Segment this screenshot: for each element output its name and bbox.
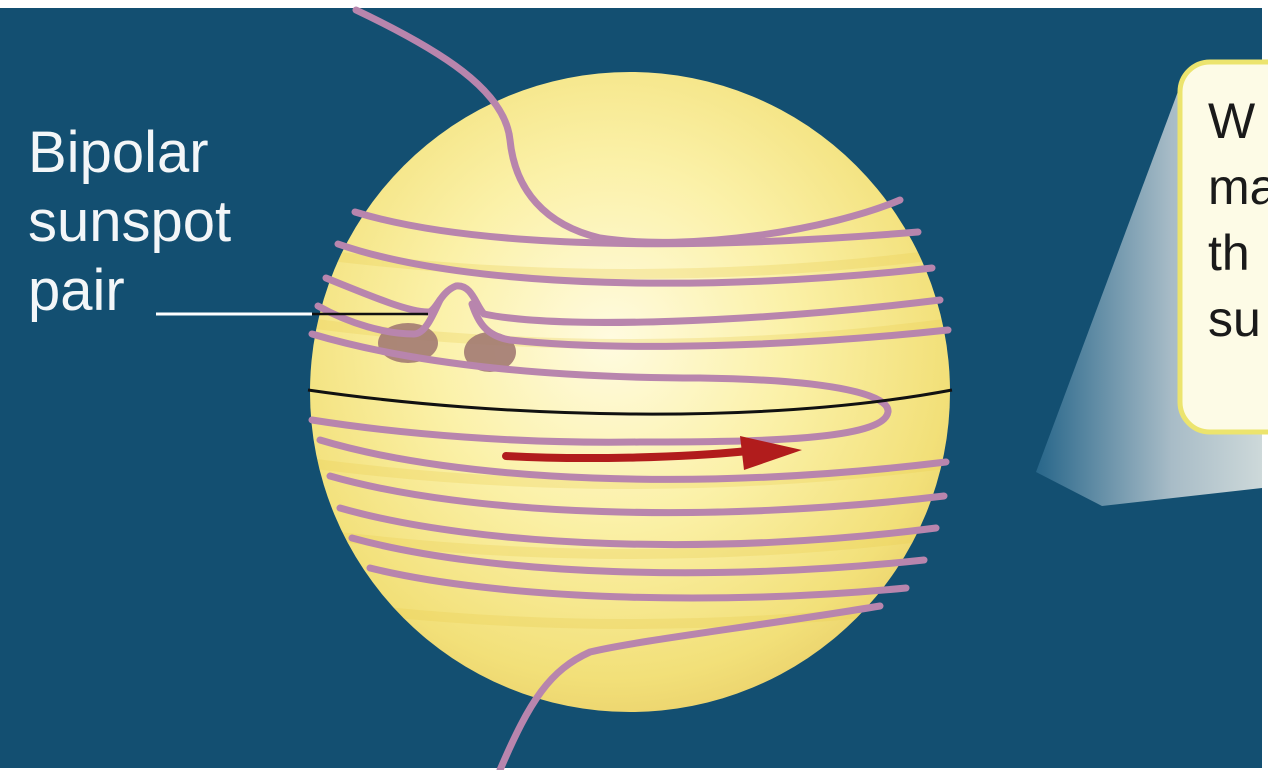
callout-line-3: th xyxy=(1208,220,1268,286)
callout-line-1: W xyxy=(1208,88,1268,154)
sunspot-label-line-1: Bipolar xyxy=(28,118,231,187)
sunspot-label: Bipolar sunspot pair xyxy=(28,118,231,325)
sunspot-label-line-3: pair xyxy=(28,256,231,325)
sunspot-label-line-2: sunspot xyxy=(28,187,231,256)
callout-text: W ma th su xyxy=(1208,88,1268,352)
callout-line-4: su xyxy=(1208,286,1268,352)
callout-line-2: ma xyxy=(1208,154,1268,220)
